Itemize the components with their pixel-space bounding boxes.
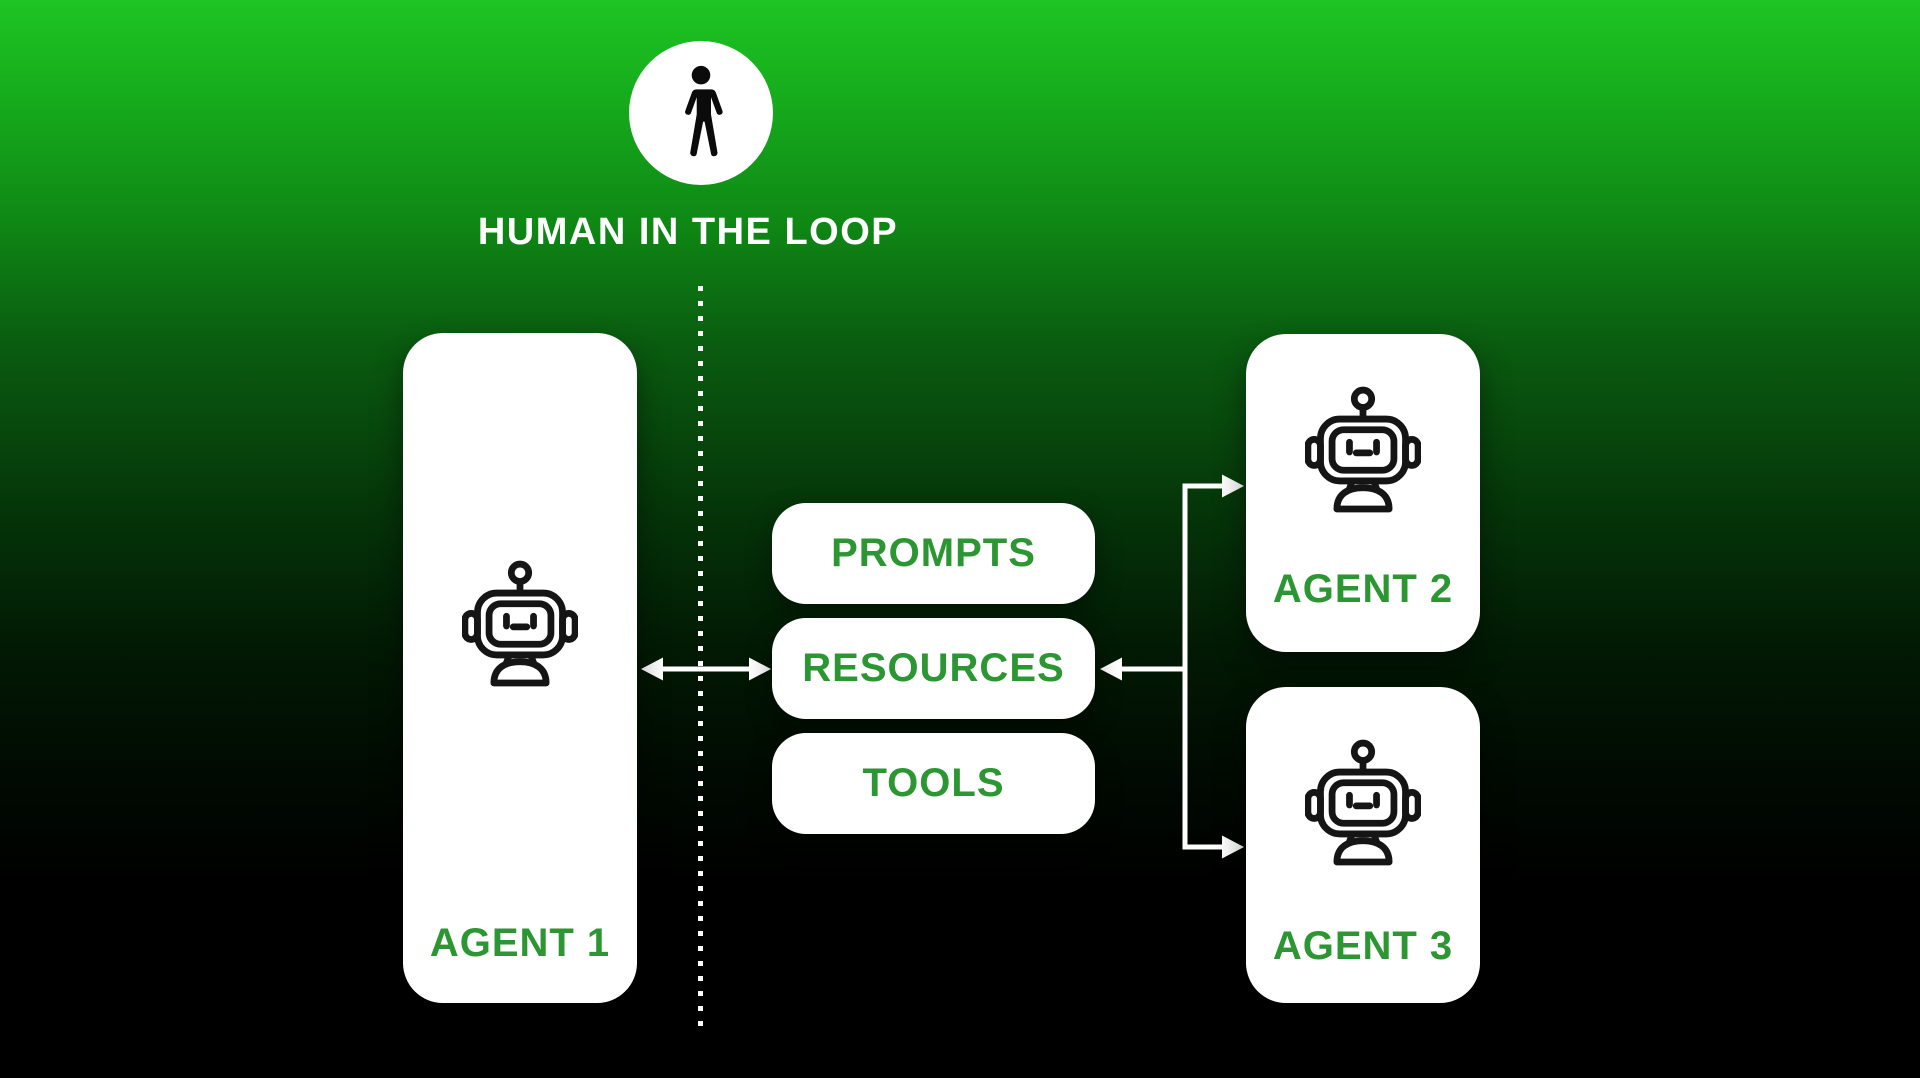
robot-icon (1305, 386, 1421, 514)
human-in-the-loop-label: HUMAN IN THE LOOP (477, 211, 899, 253)
prompts-pill: PROMPTS (772, 503, 1095, 604)
resources-pill: RESOURCES (772, 618, 1095, 719)
agent-3-label: AGENT 3 (1272, 924, 1454, 968)
person-icon (685, 65, 723, 157)
agent-2-card: AGENT 2 (1246, 334, 1480, 652)
agent-3-card: AGENT 3 (1246, 687, 1480, 1003)
agent-1-card: AGENT 1 (403, 333, 637, 1003)
human-badge (629, 41, 773, 185)
tools-pill: TOOLS (772, 733, 1095, 834)
right-arrow-bottom-icon (1185, 835, 1244, 859)
robot-icon (462, 560, 578, 688)
agent-2-label: AGENT 2 (1272, 567, 1454, 611)
robot-icon (1305, 739, 1421, 867)
left-arrow-icon (1100, 657, 1187, 681)
agent-1-label: AGENT 1 (429, 921, 611, 965)
bidirectional-arrow-icon (641, 657, 771, 681)
right-arrow-top-icon (1185, 474, 1244, 498)
